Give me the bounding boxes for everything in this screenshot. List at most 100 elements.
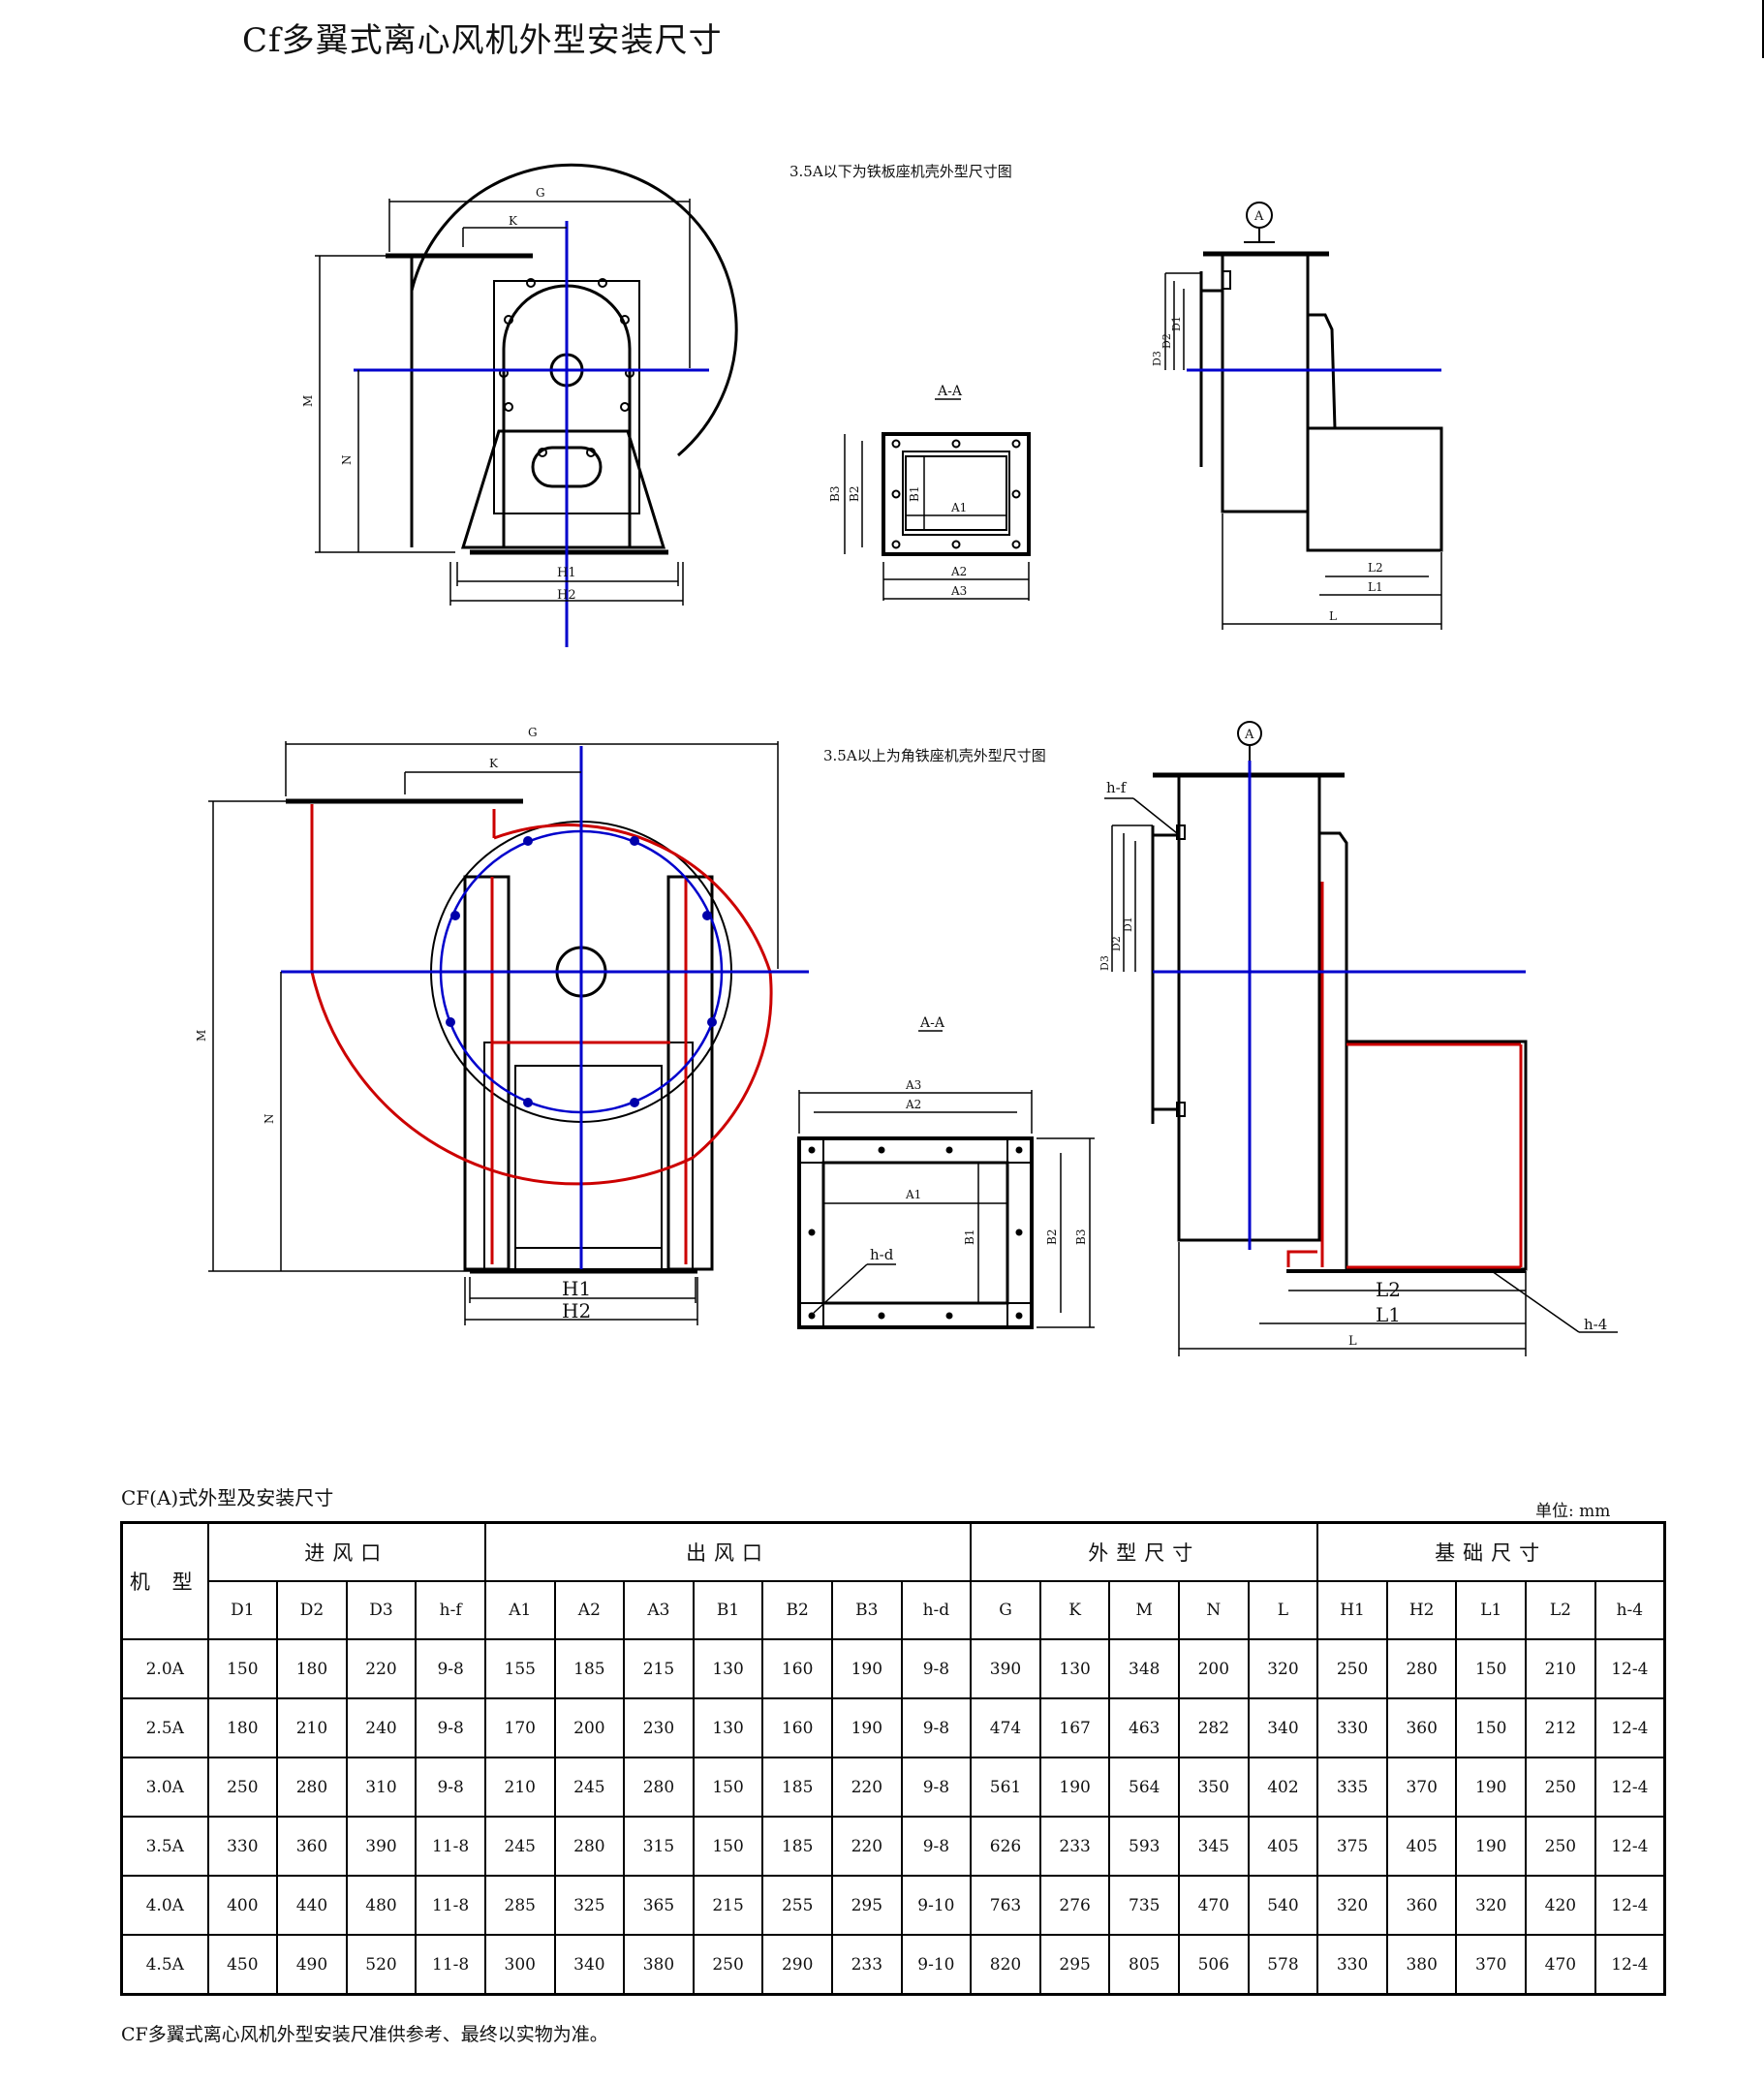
table-cell: 12-4 [1594, 1697, 1666, 1758]
page-title: Cf多翼式离心风机外型安装尺寸 [242, 21, 723, 60]
table-cell: 240 [345, 1697, 418, 1758]
dim-label-L1-lower: L1 [1376, 1303, 1401, 1326]
table-cell: 345 [1178, 1816, 1250, 1877]
table-cell: 11-8 [415, 1816, 486, 1877]
table-cell: 215 [692, 1875, 764, 1936]
model-cell: 4.0A [120, 1875, 209, 1936]
upper-side-dimensions [1164, 272, 1442, 630]
table-cell: 185 [761, 1757, 833, 1818]
upper-front-dimensions [315, 199, 691, 606]
table-cell: 295 [1038, 1934, 1111, 1996]
table-cell: 335 [1316, 1757, 1388, 1818]
table-cell: 320 [1247, 1638, 1319, 1699]
table-cell: 474 [970, 1697, 1041, 1758]
table-cell: 390 [970, 1638, 1041, 1699]
table-cell: 233 [830, 1934, 903, 1996]
table-cell: 348 [1108, 1638, 1181, 1699]
table-cell: 180 [276, 1638, 348, 1699]
upper-caption: 3.5A以下为铁板座机壳外型尺寸图 [789, 163, 1012, 180]
table-cell: 280 [276, 1757, 348, 1818]
table-cell: 470 [1525, 1934, 1596, 1996]
table-cell: 9-8 [415, 1638, 486, 1699]
column-header: D1 [206, 1580, 279, 1640]
table-cell: 450 [206, 1934, 279, 1996]
engineering-drawing: 3.5A以下为铁板座机壳外型尺寸图 G [195, 163, 1618, 1356]
table-cell: 280 [623, 1757, 695, 1818]
table-cell: 130 [692, 1697, 764, 1758]
table-cell: 9-8 [415, 1697, 486, 1758]
lower-marker-label: A [1244, 728, 1254, 742]
dim-label-K: K [509, 214, 518, 228]
table-cell: 210 [483, 1757, 556, 1818]
table-cell: 9-10 [900, 1875, 973, 1936]
table-cell: 185 [553, 1638, 626, 1699]
column-header: G [970, 1580, 1041, 1640]
table-cell: 220 [345, 1638, 418, 1699]
upper-marker-label: A [1253, 209, 1264, 224]
table-cell: 9-8 [900, 1757, 973, 1818]
dim-label-A1-lower: A1 [905, 1188, 921, 1201]
table-cell: 285 [483, 1875, 556, 1936]
table-cell: 150 [1455, 1638, 1528, 1699]
lower-side-view [1151, 772, 1528, 1273]
column-header: L1 [1455, 1580, 1528, 1640]
dim-label-D3-lower: D3 [1099, 955, 1111, 971]
dim-label-D2: D2 [1161, 333, 1173, 349]
table-cell: 9-8 [900, 1697, 973, 1758]
table-cell: 210 [1525, 1638, 1596, 1699]
table-cell: 490 [276, 1934, 348, 1996]
table-cell: 250 [1316, 1638, 1388, 1699]
model-cell: 4.5A [120, 1934, 209, 1996]
lower-front-dimensions [208, 741, 779, 1325]
table-cell: 370 [1385, 1757, 1458, 1818]
table-cell: 290 [761, 1934, 833, 1996]
table-cell: 190 [1455, 1757, 1528, 1818]
table-cell: 12-4 [1594, 1638, 1666, 1699]
dim-label-L2-lower: L2 [1376, 1278, 1401, 1301]
column-header: D2 [276, 1580, 348, 1640]
dim-label-B3-lower: B3 [1074, 1229, 1088, 1245]
dim-label-N-lower: N [263, 1114, 276, 1125]
model-header: 机 型 [120, 1521, 209, 1640]
upper-side-marker [1244, 202, 1275, 243]
table-cell: 230 [623, 1697, 695, 1758]
table-cell: 805 [1108, 1934, 1181, 1996]
table-cell: 130 [1038, 1638, 1111, 1699]
table-cell: 315 [623, 1816, 695, 1877]
table-cell: 233 [1038, 1816, 1111, 1877]
table-cell: 130 [692, 1638, 764, 1699]
table-cell: 190 [1038, 1757, 1111, 1818]
dim-label-B2: B2 [848, 486, 861, 502]
dim-label-L1: L1 [1368, 580, 1383, 594]
dim-label-H2-lower: H2 [562, 1299, 591, 1322]
dim-label-B2-lower: B2 [1045, 1229, 1059, 1245]
dim-label-K-lower: K [489, 757, 499, 770]
table-cell: 11-8 [415, 1875, 486, 1936]
model-cell: 3.0A [120, 1757, 209, 1818]
table-cell: 330 [1316, 1697, 1388, 1758]
column-header: H2 [1385, 1580, 1458, 1640]
table-cell: 9-8 [900, 1816, 973, 1877]
table-cell: 220 [830, 1757, 903, 1818]
table-cell: 626 [970, 1816, 1041, 1877]
group-header-outlet: 出风口 [483, 1521, 973, 1582]
dim-label-B3: B3 [828, 486, 842, 502]
lower-front-centerlines [281, 746, 809, 1269]
table-cell: 310 [345, 1757, 418, 1818]
footnote: CF多翼式离心风机外型安装尺准供参考、最终以实物为准。 [121, 2024, 608, 2045]
table-cell: 250 [1525, 1757, 1596, 1818]
dim-label-M-lower: M [195, 1030, 208, 1042]
upper-section-label: A-A [937, 384, 963, 399]
table-cell: 276 [1038, 1875, 1111, 1936]
dim-label-G: G [536, 186, 545, 200]
lower-caption: 3.5A以上为角铁座机壳外型尺寸图 [823, 747, 1046, 764]
dim-label-D3: D3 [1151, 351, 1163, 366]
table-cell: 150 [692, 1757, 764, 1818]
column-header: L [1247, 1580, 1319, 1640]
dim-label-D1: D1 [1170, 316, 1183, 331]
